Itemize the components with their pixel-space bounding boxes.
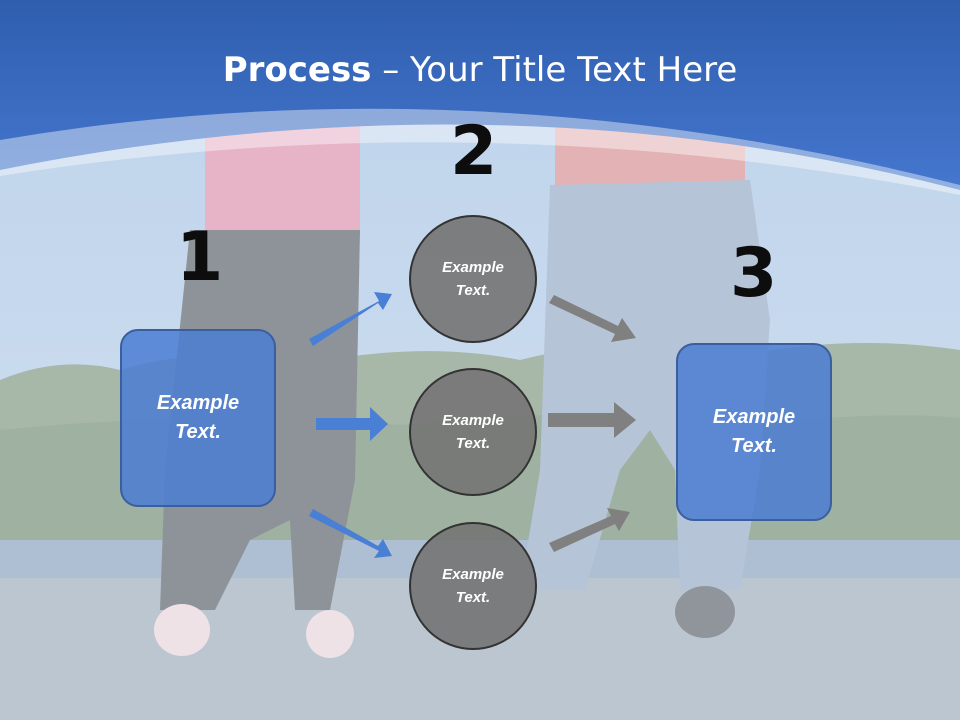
step-3-text-line2: Text.	[731, 435, 777, 457]
step-1-box[interactable]: Example Text.	[120, 329, 276, 507]
slide-title: Process – Your Title Text Here	[0, 50, 960, 90]
circle-middle-text-line1: Example	[442, 412, 504, 429]
arrow-right-icon	[548, 402, 636, 438]
arrow-up-right-icon	[549, 508, 630, 552]
circle-bottom-text-line2: Text.	[455, 589, 491, 606]
title-bold: Process	[222, 50, 372, 90]
title-rest: – Your Title Text Here	[371, 50, 738, 90]
step-3-text-line1: Example	[712, 406, 796, 428]
circle-middle-text: Example Text.	[442, 409, 504, 455]
arrow-right-icon	[316, 407, 388, 441]
circle-top-text-line2: Text.	[455, 282, 491, 299]
step-number-3: 3	[730, 234, 778, 313]
circle-top[interactable]: Example Text.	[409, 215, 537, 343]
step-3-box[interactable]: Example Text.	[676, 343, 832, 521]
arrow-down-right-icon	[549, 295, 636, 342]
step-number-2: 2	[450, 112, 498, 191]
step-number-1: 1	[176, 218, 224, 297]
step-1-text: Example Text.	[157, 389, 239, 447]
circle-middle[interactable]: Example Text.	[409, 368, 537, 496]
step-1-text-line2: Text.	[175, 421, 221, 443]
circle-top-text: Example Text.	[442, 256, 504, 302]
step-1-text-line1: Example	[156, 392, 240, 414]
circle-middle-text-line2: Text.	[455, 435, 491, 452]
circle-top-text-line1: Example	[442, 259, 504, 276]
circle-bottom-text-line1: Example	[442, 566, 504, 583]
step-3-text: Example Text.	[713, 403, 795, 461]
circle-bottom-text: Example Text.	[442, 563, 504, 609]
arrow-up-right-icon	[309, 292, 392, 346]
arrow-down-right-icon	[309, 509, 392, 558]
circle-bottom[interactable]: Example Text.	[409, 522, 537, 650]
